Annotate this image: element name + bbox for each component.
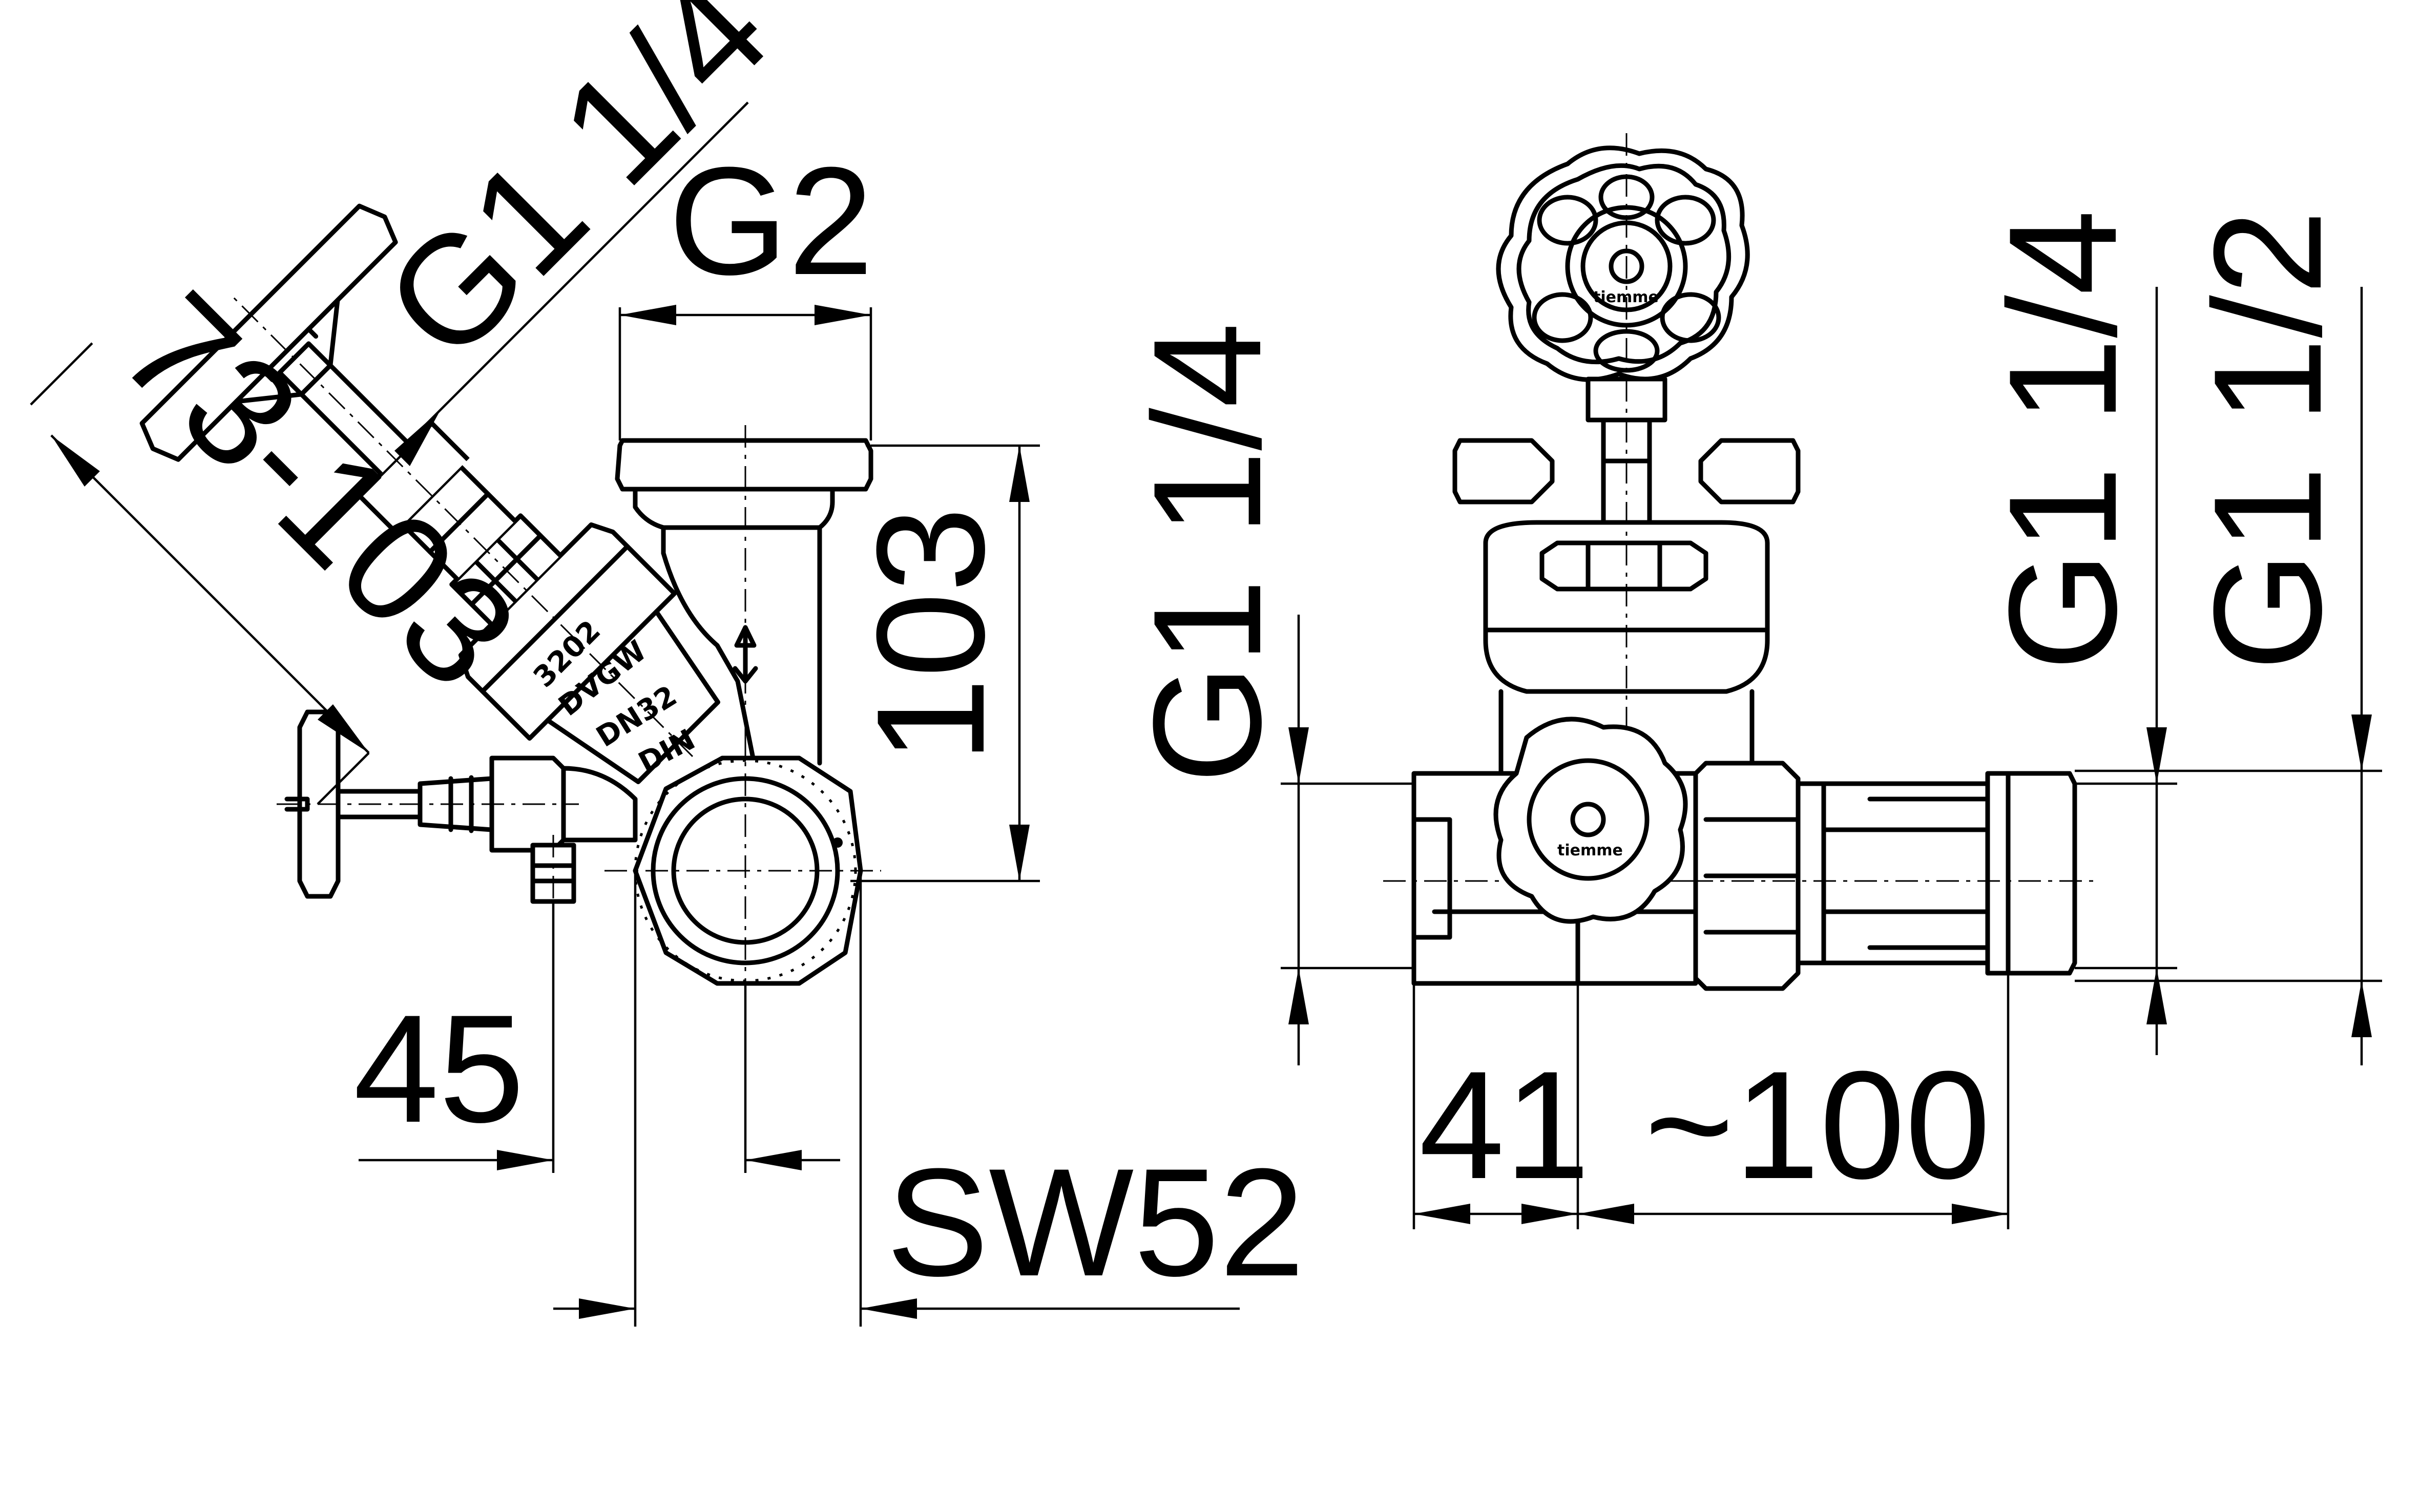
dim-body-length: 41	[1412, 983, 1590, 1229]
dim-outlet-thread-label: G1 1/4	[1976, 209, 2148, 671]
flow-arrow	[733, 625, 758, 684]
drain-handwheel: tiemme	[1493, 717, 1688, 924]
dim-top-thread-label: G2	[669, 135, 873, 307]
dim-height: 103	[844, 444, 1040, 883]
angled-bonnet	[139, 203, 720, 784]
dim-drain-offset: 45	[353, 901, 840, 1173]
dim-wrench-label: SW52	[886, 1136, 1305, 1308]
dim-tail-length-label: ~100	[1644, 1039, 1991, 1211]
top-pipe	[615, 425, 896, 784]
dim-inlet-thread-label: G1 1/4	[1121, 322, 1293, 784]
union-tailpiece	[1691, 761, 2095, 991]
main-handwheel: tiemme	[1496, 145, 1750, 382]
dim-top-thread: G2	[618, 135, 873, 440]
dim-height-label: 103	[844, 507, 1016, 763]
dim-outlet-pipe: G1 1/2	[2075, 209, 2382, 1065]
drain-handwheel-brand: tiemme	[1557, 842, 1623, 859]
dim-wrench: SW52	[553, 871, 1305, 1327]
right-view: tiemme	[1121, 133, 2382, 1229]
bonnet	[1452, 133, 1801, 789]
union-nut	[604, 732, 881, 1014]
left-view: 3202 DVGW DN32 DIN	[30, 0, 1305, 1327]
dim-inlet-thread: G1 1/4	[1121, 322, 1414, 1065]
dim-body-length-label: 41	[1419, 1039, 1590, 1211]
dim-tail-length: ~100	[1578, 973, 2010, 1229]
dim-outlet-pipe-label: G1 1/2	[2181, 209, 2353, 671]
dim-drain-offset-label: 45	[353, 982, 525, 1154]
dim-outlet-thread: G1 1/4	[1976, 209, 2177, 1055]
